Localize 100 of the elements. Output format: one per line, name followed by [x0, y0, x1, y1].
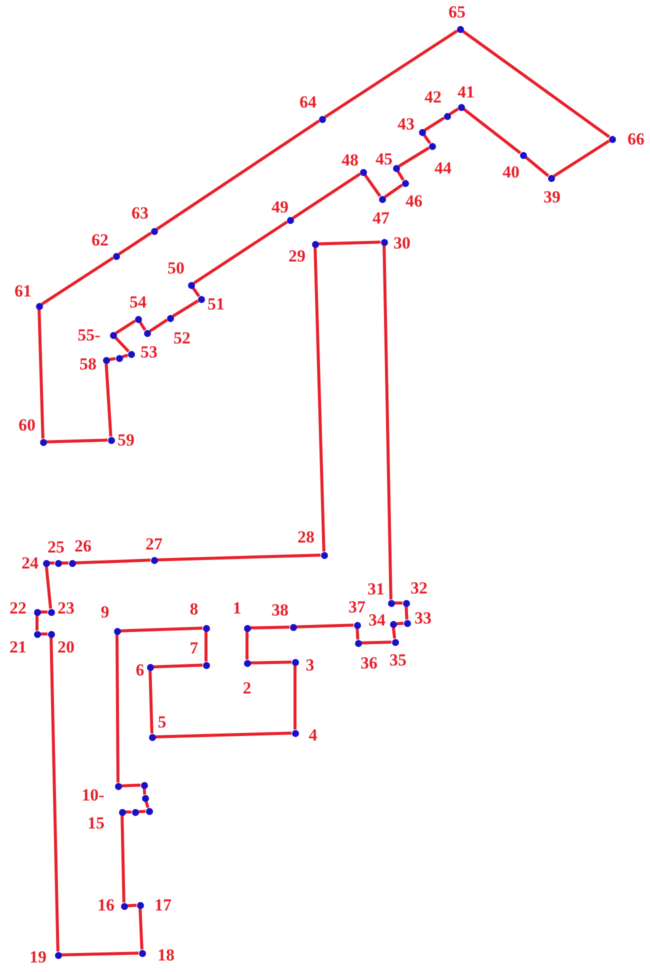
polygon-edge — [524, 156, 550, 177]
vertex-dot — [108, 436, 114, 444]
vertex-dot — [140, 782, 148, 788]
polygon-edge — [148, 670, 154, 734]
vertex-number: 33 — [414, 610, 432, 626]
vertex-dot — [34, 608, 40, 616]
vertex-number: 63 — [132, 204, 148, 222]
vertex-dot — [202, 662, 210, 668]
vertex-dot — [40, 438, 46, 446]
polygon-edge — [142, 788, 146, 795]
polygon-edge — [36, 616, 38, 630]
vertex-dot — [404, 620, 410, 626]
vertex-number: 42 — [424, 88, 442, 106]
vertex-dot — [286, 216, 294, 224]
vertex-dot — [138, 950, 146, 956]
vertex-number: 62 — [92, 232, 108, 248]
vertex-dot — [134, 316, 142, 322]
vertex-dot — [34, 630, 40, 638]
polygon-edge — [40, 610, 48, 614]
vertex-dot — [36, 302, 42, 310]
vertex-dot — [244, 660, 250, 666]
vertex-number: 31 — [368, 580, 384, 598]
polygon-edge — [50, 562, 54, 564]
vertex-dot — [428, 142, 436, 150]
polygon-edge — [120, 815, 126, 903]
vertex-number: 66 — [628, 130, 644, 148]
polygon-edge — [394, 602, 402, 604]
vertex-dot — [320, 552, 328, 558]
vertex-dot — [120, 902, 128, 910]
vertex-dot — [380, 238, 388, 246]
vertex-number: 59 — [118, 432, 134, 448]
vertex-dot — [458, 104, 464, 110]
polygon-edge — [138, 321, 146, 331]
vertex-dot — [114, 782, 122, 790]
vertex-number: 29 — [288, 248, 306, 264]
polygon-edge — [104, 363, 112, 437]
vertex-number: 55- — [78, 326, 100, 344]
vertex-dot — [312, 240, 318, 248]
polygon-edge — [114, 336, 130, 353]
vertex-number: 46 — [406, 192, 422, 210]
polygon-edge — [246, 632, 248, 660]
vertex-number: 38 — [272, 602, 288, 618]
polygon-edge — [155, 732, 292, 738]
vertex-dot — [548, 174, 554, 182]
vertex-dot — [402, 180, 408, 186]
vertex-dot — [118, 808, 126, 816]
vertex-number: 10- — [82, 786, 104, 804]
vertex-number: 16 — [98, 896, 114, 914]
vertex-number: 39 — [544, 188, 560, 206]
vertex-dot — [292, 730, 298, 736]
vertex-dot — [360, 168, 366, 176]
polygon-edge — [250, 660, 292, 664]
vertex-dot — [202, 624, 210, 632]
polygon-edge — [361, 640, 392, 644]
polygon-edge — [116, 634, 120, 782]
polygon-edge — [462, 30, 610, 138]
vertex-number: 35 — [390, 652, 406, 668]
polygon-edge — [172, 300, 199, 318]
vertex-number: 1 — [232, 600, 242, 616]
vertex-number: 32 — [410, 580, 428, 596]
vertex-number: 4 — [308, 726, 318, 744]
polygon-edge — [127, 904, 137, 908]
vertex-dot — [110, 332, 116, 338]
vertex-dot — [146, 664, 154, 670]
polygon-edge — [138, 810, 146, 814]
vertex-number: 36 — [360, 654, 378, 672]
vertex-number: 40 — [502, 164, 520, 180]
vertex-number: 17 — [154, 896, 172, 914]
vertex-dot — [132, 808, 138, 816]
vertex-dot — [392, 638, 398, 646]
vertex-number: 53 — [140, 344, 158, 360]
vertex-dot — [102, 356, 110, 364]
polygon-edge — [120, 626, 203, 632]
vertex-number: 2 — [242, 680, 252, 696]
vertex-number: 25 — [48, 538, 64, 556]
vertex-dot — [166, 314, 174, 322]
polygon-edge — [118, 232, 152, 256]
polygon-edge — [115, 320, 136, 334]
vertex-dot — [444, 112, 450, 120]
vertex-dot — [418, 128, 426, 136]
polygon-edge — [396, 622, 404, 626]
vertex-dot — [150, 556, 158, 564]
vertex-dot — [48, 608, 54, 616]
vertex-dot — [318, 116, 326, 122]
polygon-edge — [382, 245, 392, 600]
polygon-edge — [364, 174, 382, 197]
vertex-dot — [354, 640, 362, 646]
polygon-edge — [553, 140, 610, 178]
polygon-edge — [44, 566, 52, 609]
vertex-dot — [112, 252, 120, 260]
polygon-edge — [392, 627, 396, 639]
vertex-number: 58 — [80, 356, 96, 372]
polygon-edge — [149, 318, 168, 332]
polygon-edge — [318, 240, 381, 246]
polygon-edge — [46, 438, 108, 444]
vertex-number: 50 — [168, 260, 184, 276]
vertex-number: 21 — [10, 638, 26, 656]
vertex-dot — [244, 624, 250, 632]
vertex-dot — [188, 282, 194, 288]
vertex-dot — [146, 808, 152, 814]
